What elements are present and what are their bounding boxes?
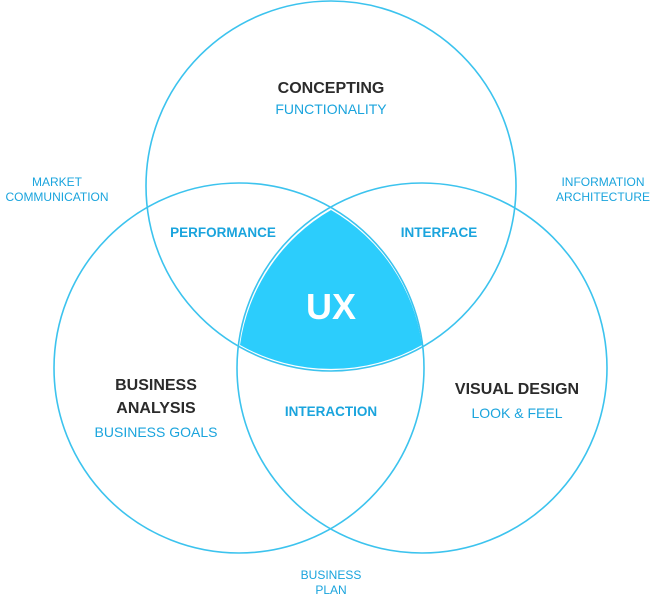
market-communication-line1: MARKET [32, 175, 83, 189]
market-communication-line2: COMMUNICATION [5, 190, 108, 204]
visual-design-circle [236, 182, 608, 554]
ux-center-label: UX [306, 286, 356, 327]
visual-design-subtitle: LOOK & FEEL [471, 405, 562, 421]
information-architecture-line2: ARCHITECTURE [556, 190, 650, 204]
visual-design-title: VISUAL DESIGN [455, 381, 579, 398]
ux-center-region [240, 210, 422, 369]
concepting-title: CONCEPTING [278, 80, 385, 97]
business-analysis-title-line1: BUSINESS [115, 377, 197, 394]
performance-label: PERFORMANCE [170, 225, 276, 240]
concepting-circle [145, 0, 517, 372]
concepting-subtitle: FUNCTIONALITY [275, 101, 387, 117]
business-analysis-circle [53, 182, 425, 554]
business-analysis-subtitle: BUSINESS GOALS [95, 424, 218, 440]
interface-label: INTERFACE [401, 225, 478, 240]
business-plan-line1: BUSINESS [301, 568, 362, 582]
interaction-label: INTERACTION [285, 404, 377, 419]
information-architecture-line1: INFORMATION [561, 175, 644, 189]
business-analysis-title-line2: ANALYSIS [116, 400, 196, 417]
business-plan-line2: PLAN [315, 583, 346, 595]
